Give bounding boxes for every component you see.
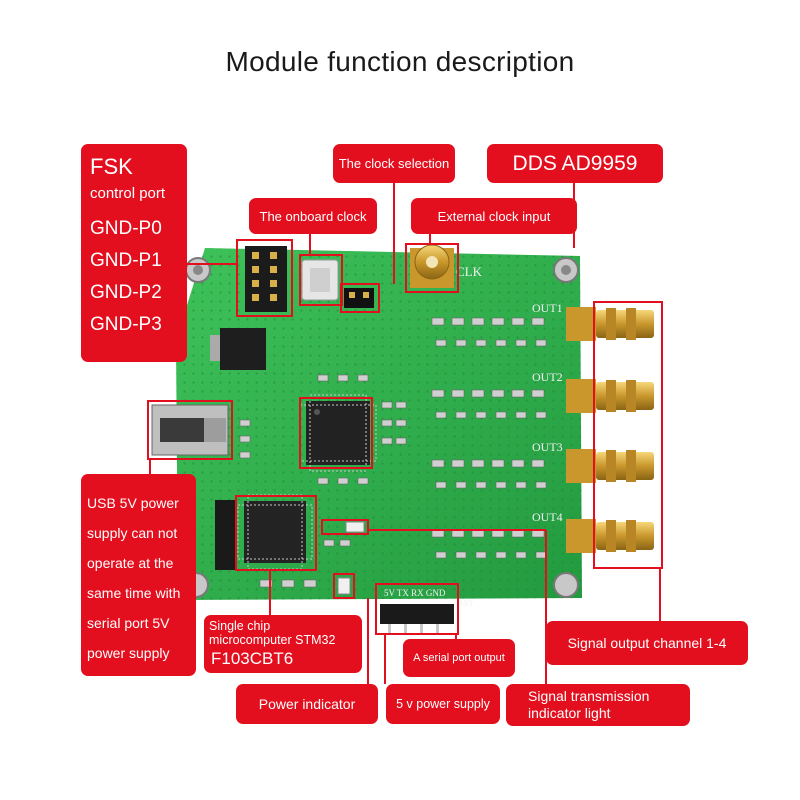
usb-connector — [151, 404, 229, 456]
label-usb-power: USB 5V power supply can not operate at t… — [81, 474, 196, 676]
out4-silkscreen: OUT4 — [532, 510, 563, 524]
usb-line-2: supply can not — [87, 525, 178, 541]
label-onboard-clock: The onboard clock — [249, 198, 377, 234]
label-fsk-control-port: FSK control port GND-P0 GND-P1 GND-P2 GN… — [81, 144, 187, 362]
label-5v-power-supply: 5 v power supply — [386, 684, 500, 724]
label-signal-output: Signal output channel 1-4 — [546, 621, 748, 665]
fsk-pin-2: GND-P2 — [90, 282, 162, 303]
label-transmission-light: Signal transmission indicator light — [506, 684, 690, 726]
fsk-title: FSK — [90, 154, 133, 179]
out2-silkscreen: OUT2 — [532, 370, 563, 384]
page-title: Module function description — [225, 46, 575, 77]
usb-line-1: USB 5V power — [87, 495, 179, 511]
mcu-chip — [237, 494, 313, 570]
label-power-indicator: Power indicator — [236, 684, 378, 724]
serial-pins-silkscreen: 5V TX RX GND — [384, 588, 446, 598]
voltage-regulator — [220, 328, 266, 370]
usb-line-4: same time with — [87, 585, 181, 601]
swd-header — [215, 500, 237, 570]
label-dds-ad9959: DDS AD9959 — [487, 144, 663, 183]
art-silkscreen: ART — [458, 599, 474, 608]
usb-line-6: power supply — [87, 645, 170, 661]
fsk-pin-3: GND-P3 — [90, 314, 162, 335]
label-external-clock-input: External clock input — [411, 198, 577, 234]
label-serial-port-output: A serial port output — [403, 639, 515, 677]
sma-outputs — [566, 307, 654, 553]
external-clock-sma — [410, 244, 454, 288]
mcu-line-1: Single chip — [209, 619, 271, 633]
fsk-pin-1: GND-P1 — [90, 250, 162, 271]
usb-line-5: serial port 5V — [87, 615, 170, 631]
serial-header — [380, 604, 454, 634]
label-mcu: Single chip microcomputer STM32 F103CBT6 — [204, 615, 362, 673]
smd-components — [239, 317, 547, 588]
mcu-part: F103CBT6 — [211, 649, 294, 668]
clk-silkscreen: CLK — [456, 264, 483, 279]
transmission-line-2: indicator light — [528, 705, 611, 721]
power-led — [337, 577, 351, 595]
out1-silkscreen: OUT1 — [532, 301, 563, 315]
mcu-line-2: microcomputer STM32 — [209, 633, 336, 647]
clock-jumper — [344, 288, 374, 308]
transmission-led — [345, 521, 365, 533]
fsk-subtitle: control port — [90, 185, 166, 202]
fsk-pin-0: GND-P0 — [90, 218, 162, 239]
transmission-line-1: Signal transmission — [528, 688, 650, 704]
fsk-header — [245, 246, 287, 312]
usb-line-3: operate at the — [87, 555, 174, 571]
out3-silkscreen: OUT3 — [532, 440, 563, 454]
label-clock-selection: The clock selection — [333, 144, 455, 183]
dds-chip — [299, 394, 377, 472]
